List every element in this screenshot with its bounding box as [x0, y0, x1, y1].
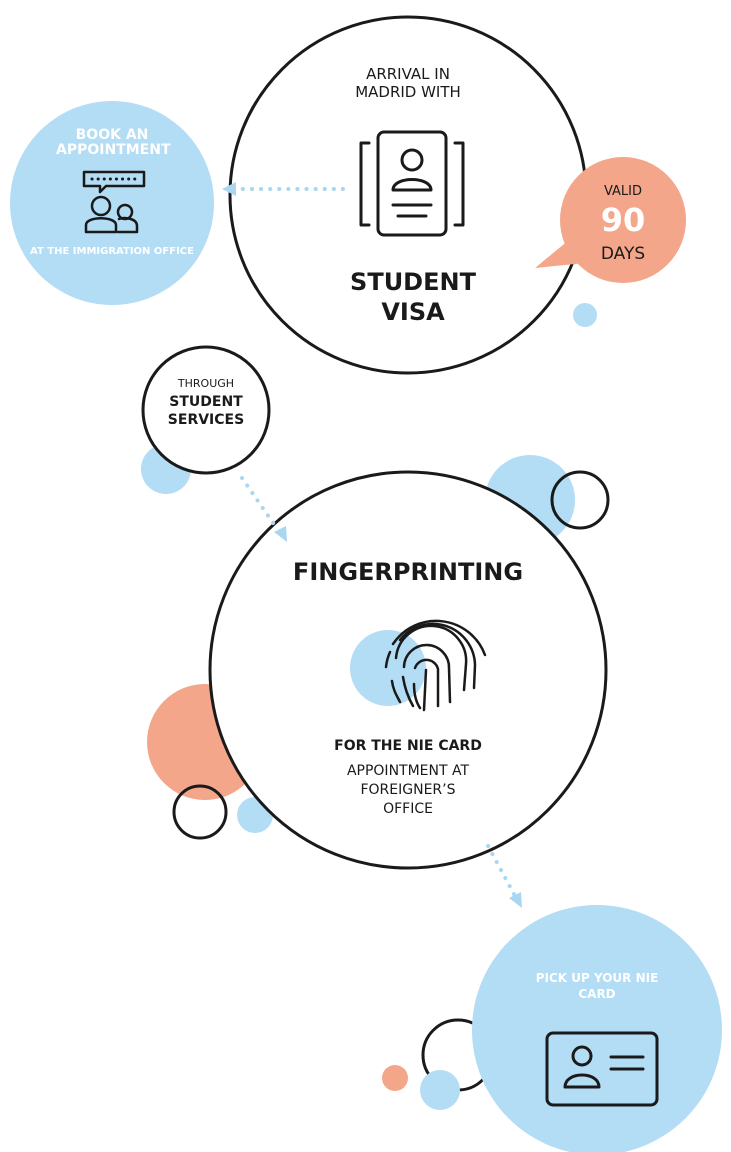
fingerprint-blue-accent [350, 630, 426, 706]
fingerprint-icon [384, 619, 487, 712]
id-card-icon [545, 1031, 659, 1107]
visa-title-line2: VISA [381, 298, 445, 326]
validity-bubble [535, 157, 686, 283]
decor-salmon-dot-pickup [382, 1065, 408, 1091]
appointment-subtitle: AT THE IMMIGRATION OFFICE [30, 246, 194, 257]
arrowhead-appointment [222, 182, 236, 196]
appointment-title: BOOK AN APPOINTMENT [56, 127, 171, 159]
appointment-circle [10, 101, 214, 305]
services-circle [141, 345, 271, 475]
decor-ring-finger-top [550, 470, 610, 530]
pickup-circle [472, 905, 722, 1152]
validity-number: 90 [600, 201, 646, 239]
validity-label: VALID [603, 184, 643, 199]
arrowhead-fingerprint [274, 526, 287, 542]
validity-bubble-circle [560, 157, 686, 283]
decor-ring-finger-bottom [172, 784, 228, 840]
fingerprint-bold: FOR THE NIE CARD [334, 738, 482, 754]
decor-blue-dot-pickup [420, 1070, 460, 1110]
visa-intro: ARRIVAL IN MADRID WITH [355, 65, 461, 101]
connectors [235, 187, 517, 898]
validity-unit: DAYS [600, 244, 646, 264]
fingerprint-title: FINGERPRINTING [292, 558, 524, 586]
passport-document-icon [359, 130, 465, 237]
fingerprint-detail: APPOINTMENT AT FOREIGNER’S OFFICE [346, 763, 470, 817]
services-bold: STUDENT SERVICES [167, 394, 245, 428]
visa-title-line1: STUDENT [350, 268, 476, 296]
services-through: THROUGH [177, 377, 235, 390]
pickup-title: PICK UP YOUR NIE CARD [535, 971, 659, 1001]
people-chat-icon [82, 170, 146, 234]
connector-fingerprint-to-pickup [486, 844, 517, 898]
arrowhead-pickup [509, 892, 522, 908]
decor-blue-dot-visa [573, 303, 597, 327]
connector-services-to-fingerprint [240, 476, 280, 532]
arrowheads [222, 182, 522, 908]
